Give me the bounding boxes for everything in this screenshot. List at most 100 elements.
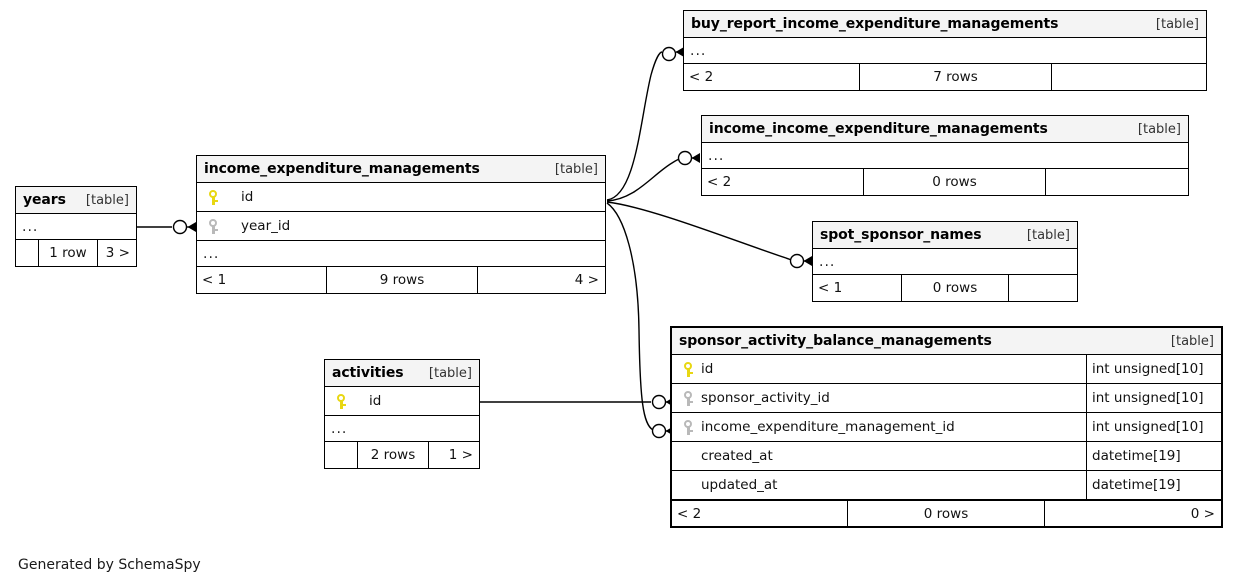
footer-rowcount: 0 rows — [863, 169, 1045, 195]
table-name: activities — [332, 365, 404, 381]
edge-iem-to-spot-sponsor-names — [606, 201, 812, 269]
footer-rowcount: 0 rows — [847, 501, 1044, 526]
footer-rowcount: 1 row — [38, 240, 97, 266]
footer-rowcount: 0 rows — [901, 275, 1008, 301]
footer-rowcount: 9 rows — [326, 267, 477, 293]
footer-rowcount: 2 rows — [357, 442, 428, 468]
footer-parents — [325, 442, 357, 468]
table-tag: [table] — [1170, 333, 1214, 349]
footer-parents: < 2 — [689, 69, 714, 85]
column-type: datetime[19] — [1086, 442, 1221, 470]
footer-children — [1051, 64, 1206, 90]
key-icon-foreign — [682, 419, 695, 435]
table-spot-sponsor-names-footer: < 1 0 rows — [813, 275, 1077, 301]
column-row[interactable]: id int unsigned[10] — [672, 355, 1221, 384]
table-tag: [table] — [1026, 227, 1070, 243]
table-sponsor-activity-balance-footer: < 2 0 rows 0 > — [672, 500, 1221, 526]
column-label: id — [369, 393, 382, 409]
schemaspy-credit: Generated by SchemaSpy — [18, 557, 201, 573]
column-name-cell: income_expenditure_management_id — [672, 419, 1086, 435]
table-income-expenditure-managements[interactable]: income_expenditure_managements [table] i… — [196, 155, 606, 294]
table-income-expenditure-managements-footer: < 1 9 rows 4 > — [197, 267, 605, 293]
collapsed-columns: ... — [813, 249, 1077, 275]
table-sponsor-activity-balance-managements[interactable]: sponsor_activity_balance_managements [ta… — [670, 326, 1223, 528]
column-label: id — [241, 189, 254, 205]
table-years-footer: 1 row 3 > — [16, 240, 136, 266]
table-tag: [table] — [428, 365, 472, 381]
collapsed-columns: ... — [325, 416, 479, 442]
column-row[interactable]: id — [325, 387, 479, 416]
column-name-cell: year_id — [197, 218, 605, 234]
column-row[interactable]: id — [197, 183, 605, 212]
column-label: id — [701, 361, 714, 377]
column-label: created_at — [701, 448, 773, 464]
table-name: sponsor_activity_balance_managements — [679, 333, 992, 349]
table-tag: [table] — [1155, 16, 1199, 32]
footer-children — [1045, 169, 1188, 195]
column-label: updated_at — [701, 477, 778, 493]
table-income-income-title: income_income_expenditure_managements [t… — [702, 116, 1188, 143]
edge-iem-to-buy-report — [606, 46, 684, 201]
key-icon-primary — [207, 189, 220, 205]
column-type: int unsigned[10] — [1086, 384, 1221, 412]
edge-iem-to-sponsor-activity-balance — [606, 202, 674, 439]
column-type: int unsigned[10] — [1086, 413, 1221, 441]
collapsed-columns: ... — [684, 38, 1206, 64]
column-label: income_expenditure_management_id — [701, 419, 955, 435]
table-activities-footer: 2 rows 1 > — [325, 442, 479, 468]
footer-rowcount: 7 rows — [859, 64, 1051, 90]
column-type: datetime[19] — [1086, 471, 1221, 499]
table-years-collapsed-columns: ... — [16, 214, 136, 240]
table-buy-report-footer: < 2 7 rows — [684, 64, 1206, 90]
table-years[interactable]: years [table] ... 1 row 3 > — [15, 186, 137, 267]
footer-children: 3 > — [97, 240, 136, 266]
column-row[interactable]: sponsor_activity_id int unsigned[10] — [672, 384, 1221, 413]
table-tag: [table] — [85, 192, 129, 208]
column-row[interactable]: created_at datetime[19] — [672, 442, 1221, 471]
edge-iem-to-income-income — [606, 150, 700, 202]
footer-children: 4 > — [477, 267, 605, 293]
footer-parents: < 2 — [677, 505, 702, 522]
table-buy-report-title: buy_report_income_expenditure_management… — [684, 11, 1206, 38]
table-income-income-expenditure-managements[interactable]: income_income_expenditure_managements [t… — [701, 115, 1189, 196]
table-name: income_income_expenditure_managements — [709, 121, 1048, 137]
table-activities[interactable]: activities [table] id ... 2 rows 1 > — [324, 359, 480, 469]
footer-children — [1008, 275, 1077, 301]
table-income-income-footer: < 2 0 rows — [702, 169, 1188, 195]
column-name-cell: id — [197, 189, 605, 205]
table-income-expenditure-managements-title: income_expenditure_managements [table] — [197, 156, 605, 183]
table-buy-report-income-expenditure-managements[interactable]: buy_report_income_expenditure_management… — [683, 10, 1207, 91]
footer-parents: < 2 — [707, 174, 732, 190]
table-name: income_expenditure_managements — [204, 161, 480, 177]
edge-years-to-income-expenditure-managements — [137, 219, 196, 235]
key-icon-foreign — [207, 218, 220, 234]
collapsed-columns: ... — [702, 143, 1188, 169]
table-name: years — [23, 192, 66, 208]
column-type: int unsigned[10] — [1086, 355, 1221, 383]
column-row[interactable]: year_id — [197, 212, 605, 241]
column-label: sponsor_activity_id — [701, 390, 830, 406]
column-name-cell: created_at — [672, 448, 1086, 464]
collapsed-columns: ... — [197, 241, 605, 267]
column-name-cell: updated_at — [672, 477, 1086, 493]
column-name-cell: id — [325, 393, 479, 409]
column-row[interactable]: updated_at datetime[19] — [672, 471, 1221, 500]
column-row[interactable]: income_expenditure_management_id int uns… — [672, 413, 1221, 442]
table-spot-sponsor-names[interactable]: spot_sponsor_names [table] ... < 1 0 row… — [812, 221, 1078, 302]
footer-children: 1 > — [428, 442, 479, 468]
table-tag: [table] — [554, 161, 598, 177]
footer-parents: < 1 — [202, 272, 227, 288]
column-name-cell: sponsor_activity_id — [672, 390, 1086, 406]
table-spot-sponsor-names-title: spot_sponsor_names [table] — [813, 222, 1077, 249]
table-tag: [table] — [1137, 121, 1181, 137]
key-icon-foreign — [682, 390, 695, 406]
column-label: year_id — [241, 218, 291, 234]
column-name-cell: id — [672, 361, 1086, 377]
table-name: spot_sponsor_names — [820, 227, 982, 243]
table-activities-title: activities [table] — [325, 360, 479, 387]
key-icon-primary — [335, 393, 348, 409]
key-icon-primary — [682, 361, 695, 377]
table-years-title: years [table] — [16, 187, 136, 214]
footer-parents — [16, 240, 38, 266]
